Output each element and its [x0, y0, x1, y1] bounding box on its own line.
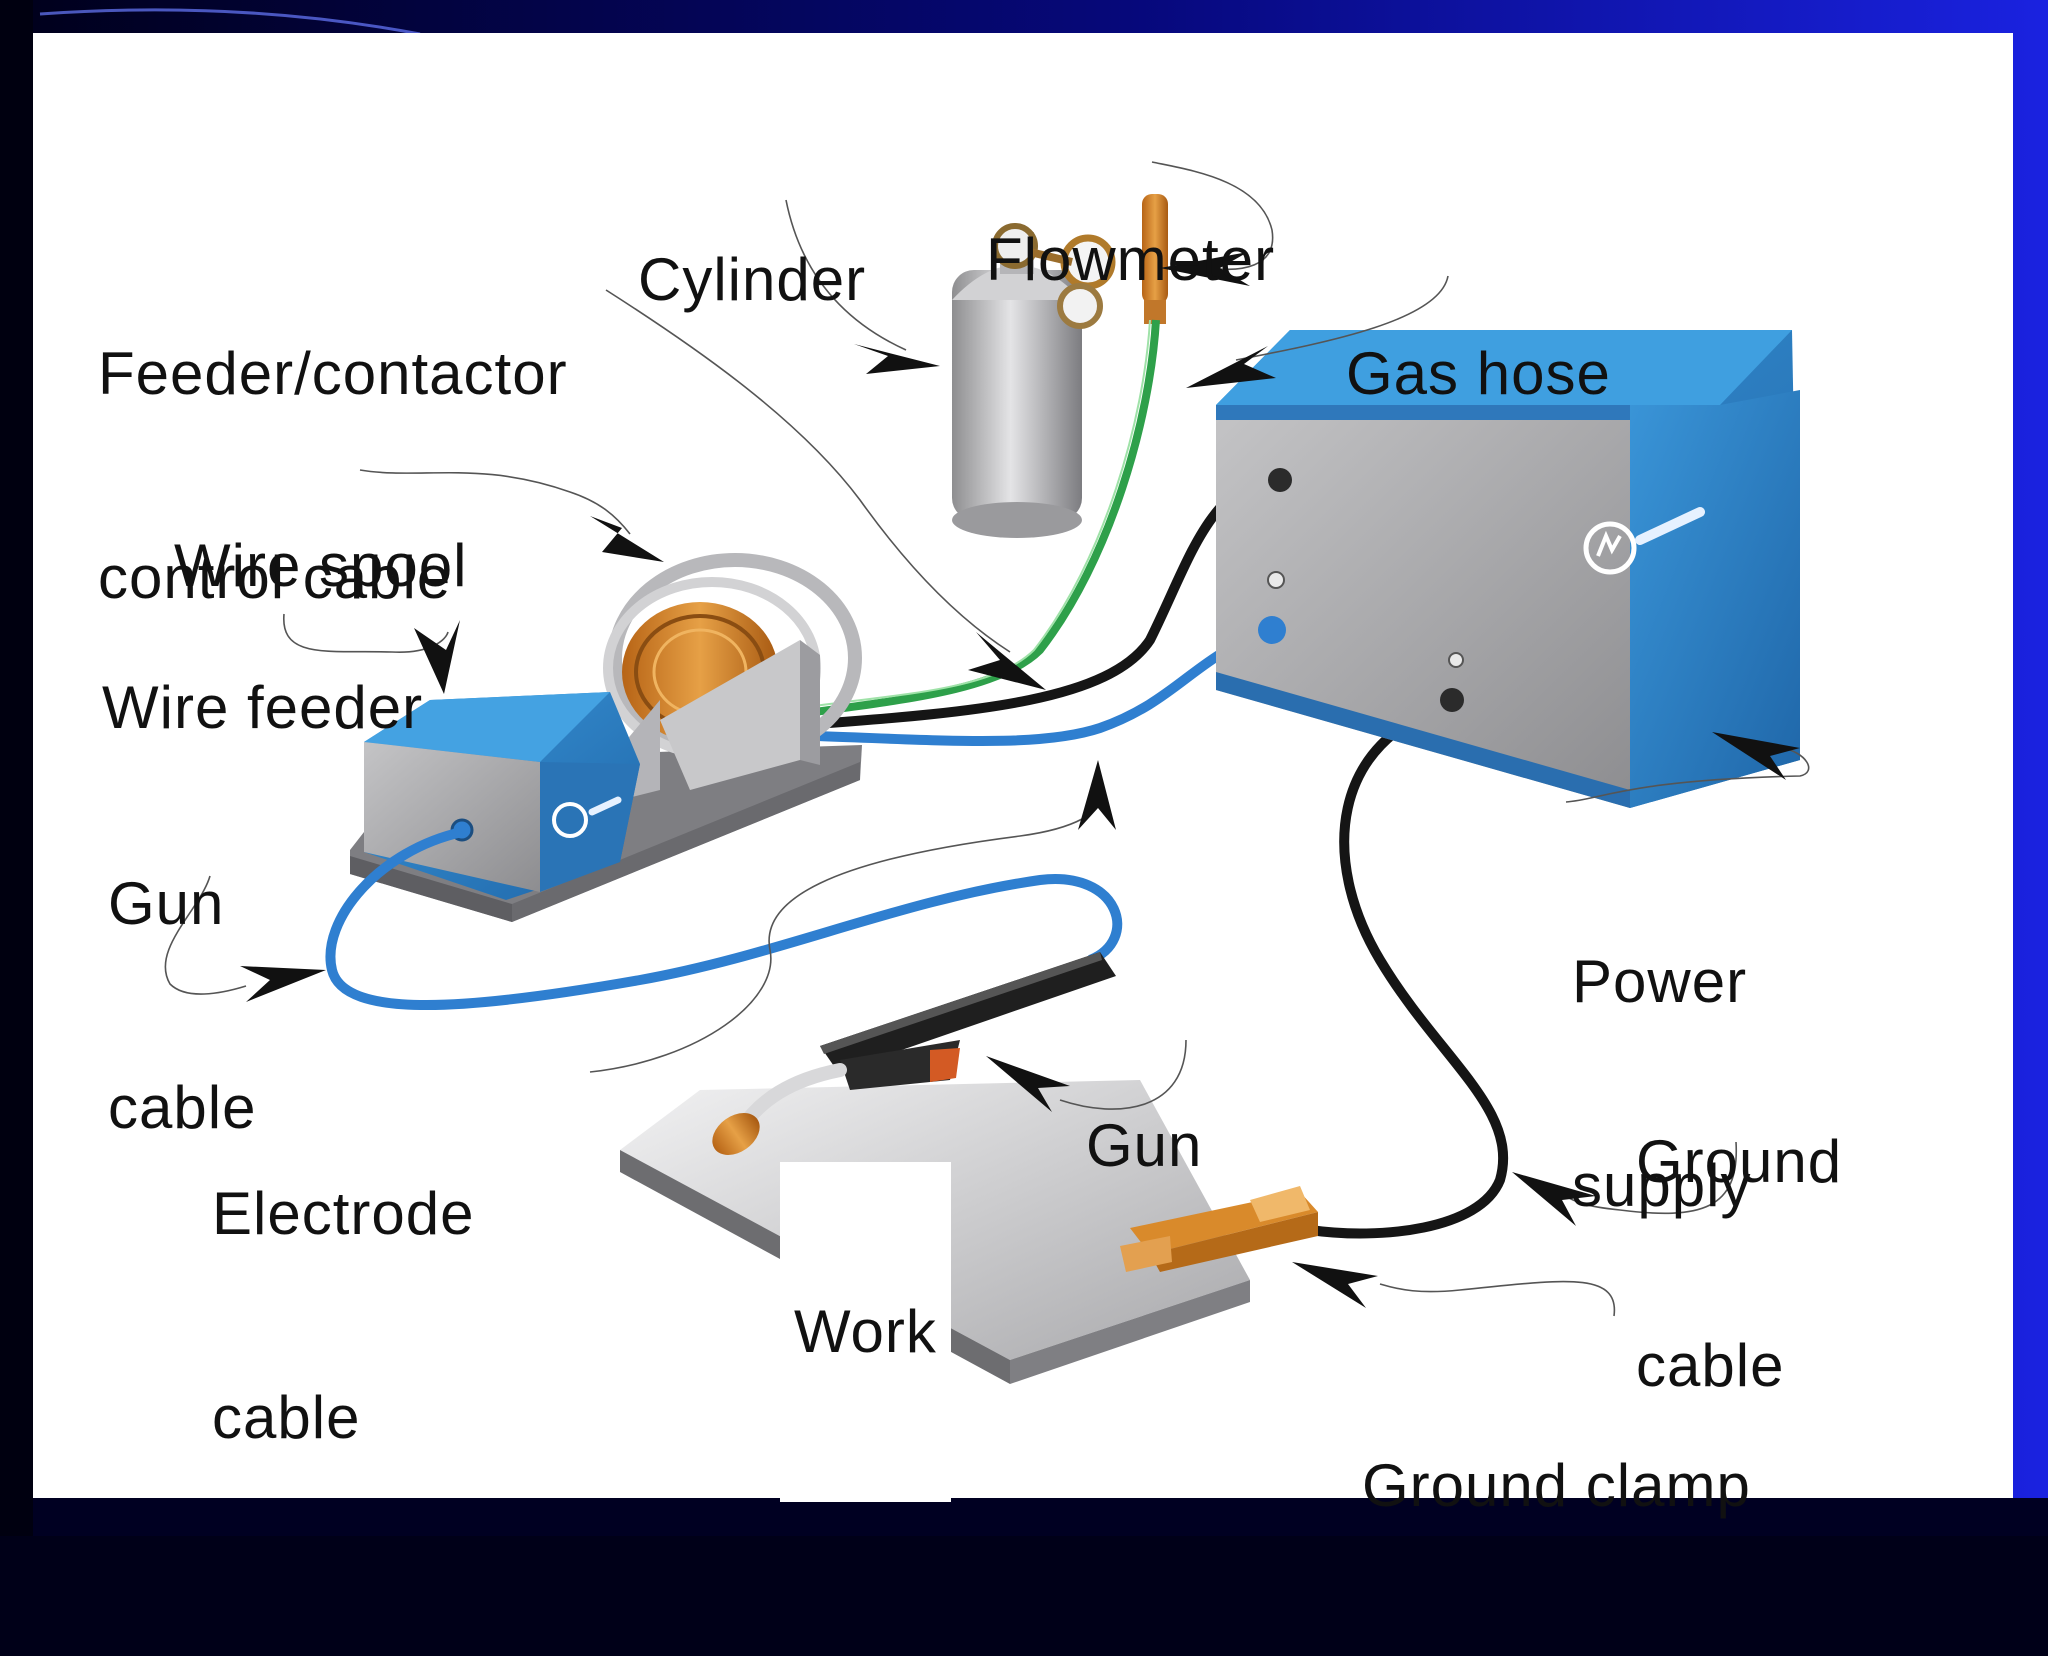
label-power-supply: Power supply	[1572, 812, 1751, 1356]
label-ground-cable: Ground cable	[1636, 992, 1842, 1536]
label-wire-feeder-text: Wire feeder	[102, 674, 424, 741]
label-work-text: Work	[794, 1298, 937, 1365]
label-feeder-control-line2: control cable	[98, 544, 452, 611]
label-gas-hose: Gas hose	[1346, 204, 1611, 544]
label-electrode-cable-line2: cable	[212, 1384, 361, 1451]
frame-left-strip	[0, 0, 33, 1536]
label-electrode-cable: Electrode cable	[212, 1044, 474, 1588]
arrowhead-power-supply	[1712, 732, 1800, 780]
wire-spool	[603, 553, 862, 800]
gas-cylinder	[952, 232, 1082, 538]
leader-cylinder	[785, 199, 940, 374]
arrowhead-feeder-control	[968, 632, 1046, 690]
label-gun-cable-line2: cable	[108, 1074, 257, 1141]
label-ground-clamp: Ground clamp	[1362, 1316, 1751, 1656]
label-electrode-cable-line1: Electrode	[212, 1180, 475, 1247]
leader-feeder-control-cable	[605, 289, 1046, 690]
arrowhead-flowmeter	[1160, 252, 1250, 286]
label-wire-spool: Wire spool	[174, 396, 467, 736]
regulator-gauges	[992, 223, 1116, 329]
label-ground-cable-line1: Ground	[1636, 1128, 1843, 1195]
arrowhead-electrode-cable	[1078, 760, 1116, 830]
arrowhead-ground-cable	[1512, 1172, 1596, 1226]
label-cylinder: Cylinder	[638, 110, 866, 450]
gas-hose	[814, 319, 1160, 716]
label-gun-cable: Gun cable	[108, 734, 256, 1278]
label-work: Work	[780, 1162, 951, 1502]
flowmeter-tube	[1142, 194, 1168, 324]
arrowhead-ground-clamp	[1292, 1262, 1378, 1308]
leader-wire-spool	[359, 469, 664, 562]
gas-hose-highlight	[814, 319, 1151, 707]
frame-corner-swoosh	[39, 8, 421, 36]
leader-gun-cable	[164, 875, 326, 1002]
label-wire-feeder: Wire feeder	[102, 538, 423, 878]
label-gas-hose-text: Gas hose	[1346, 340, 1611, 407]
leader-ground-clamp	[1292, 1262, 1616, 1317]
power-supply-logo	[1583, 507, 1705, 575]
power-supply-unit	[1216, 330, 1800, 808]
label-gun-text: Gun	[1086, 1112, 1203, 1179]
arrowhead-cylinder	[854, 344, 940, 374]
label-ground-cable-line2: cable	[1636, 1332, 1785, 1399]
arrowhead-gun-cable	[240, 966, 326, 1002]
leader-electrode-cable	[589, 760, 1116, 1073]
label-flowmeter: Flowmeter	[986, 90, 1275, 430]
arrowhead-wire-feeder	[414, 620, 460, 694]
leader-gun	[986, 1039, 1187, 1112]
leader-gas-hose	[1186, 275, 1449, 388]
ground-cable	[1309, 699, 1509, 1239]
leader-wire-feeder	[283, 613, 460, 694]
arrowhead-wire-spool	[590, 516, 664, 562]
welding-gun	[712, 952, 1116, 1155]
label-wire-spool-text: Wire spool	[174, 532, 468, 599]
leader-ground-cable	[1512, 1141, 1737, 1226]
label-gun-cable-line1: Gun	[108, 870, 225, 937]
label-ground-clamp-text: Ground clamp	[1362, 1452, 1751, 1519]
label-feeder-control-line1: Feeder/contactor	[98, 340, 568, 407]
gun-cable-loop	[325, 827, 1123, 1010]
arrowhead-gas-hose	[1186, 346, 1276, 388]
electrode-cable-to-feeder	[814, 627, 1274, 746]
label-cylinder-text: Cylinder	[638, 246, 867, 313]
arrowhead-gun	[986, 1056, 1070, 1112]
label-power-supply-line1: Power	[1572, 948, 1748, 1015]
leader-flowmeter	[1151, 161, 1274, 286]
label-flowmeter-text: Flowmeter	[986, 226, 1276, 293]
label-gun: Gun	[1086, 976, 1202, 1316]
label-power-supply-line2: supply	[1572, 1152, 1752, 1219]
leader-power-supply	[1565, 732, 1810, 803]
frame-bottom-strip	[0, 1498, 2048, 1536]
ground-clamp	[1120, 1186, 1318, 1272]
slide: Cylinder Flowmeter Feeder/contactor cont…	[0, 0, 2048, 1536]
label-feeder-control-cable: Feeder/contactor control cable	[98, 204, 568, 748]
